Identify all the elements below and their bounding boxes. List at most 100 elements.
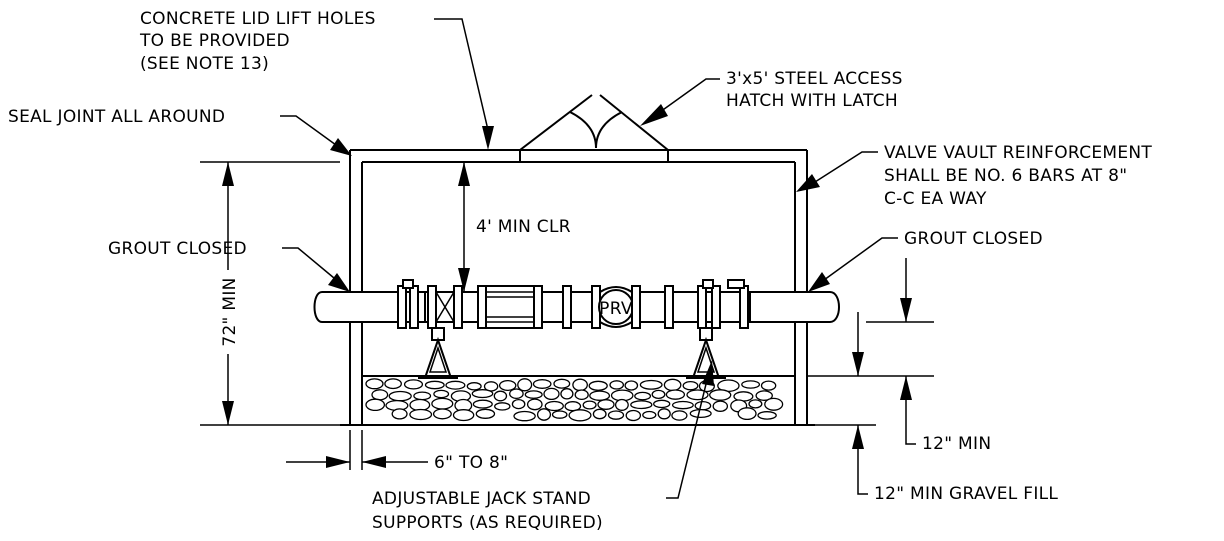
lid-holes-label-3: (SEE NOTE 13) [140,54,269,74]
gravel-stone [682,380,699,391]
access-hatch [519,94,669,163]
gravel-stone [511,398,526,410]
gravel-stone [365,398,386,412]
lid-holes-arrow [482,126,494,150]
gravel-stone [431,397,454,410]
gravel-stone [665,389,686,400]
gravel-stone [413,391,432,401]
gravel-stone [614,398,629,411]
gravel-stone [630,400,653,410]
lid-holes-label-2: TO BE PROVIDED [139,31,290,51]
gravel-stone [524,390,543,399]
coupling-right-2 [727,279,745,289]
reinf-arrow [796,174,820,192]
gate-valve [427,285,463,329]
gravel-stone [509,388,524,400]
gravel-stone [371,389,389,401]
gravel-stone [445,380,466,390]
pipe-clear-arrow-up [900,376,912,400]
gravel-stone [609,380,625,390]
gravel-stone [653,399,671,409]
gravel-stone [582,400,597,410]
gravel-stone [424,380,445,390]
pipe-left [313,291,426,323]
gravel-stone [494,402,511,411]
clearance-arrow-top [458,162,470,186]
gravel-stone [532,379,552,389]
gravel-stone [471,389,494,399]
gravel-stone [574,389,589,401]
gravel-stone [597,399,615,410]
gravel-stone [391,408,408,420]
gravel-stone [589,390,611,401]
gravel-stone [737,407,757,421]
gravel-stone [432,408,452,420]
jack-stand-left [418,327,458,379]
gravel-leader [857,490,868,495]
gravel-stone [671,400,694,410]
gravel-stone [466,382,482,391]
gravel-stone [544,400,564,412]
gravel-stone [536,408,552,421]
gravel-stone [757,411,777,420]
grout-left-arrow [328,273,350,292]
gravel-stone [624,380,639,391]
gravel-stone [694,400,712,411]
clearance-arrow-bottom [458,268,470,292]
gravel-fill [362,375,795,422]
seal-joint-leader [280,115,337,146]
grout-left-leader [282,247,335,279]
hatch-leader [659,78,720,113]
height-label-mask [216,270,240,354]
gravel-label: 12" MIN GRAVEL FILL [874,484,1058,504]
reinf-leader [814,151,878,183]
gravel-stone [498,379,517,392]
jack-leader [666,375,709,499]
grout-right-leader [823,237,898,281]
gravel-stone [388,390,412,402]
prv-label: PRV [599,299,633,319]
pipe-right [749,291,840,323]
gravel-stone [657,408,671,420]
jack-stand-right [686,327,726,379]
gravel-stone [384,378,402,390]
gravel-stone [663,378,682,392]
gravel-stone [607,410,625,420]
gravel-stone [712,400,729,412]
hatch-label-2: HATCH WITH LATCH [726,91,898,111]
gravel-stone [513,410,536,422]
gravel-stone [639,379,663,390]
grout-right-label: GROUT CLOSED [904,229,1043,249]
flange [739,285,749,329]
gravel-stone [409,398,431,412]
gravel-stone [409,408,433,421]
gravel-stone [755,390,773,401]
reinf-label-3: C-C EA WAY [884,189,987,209]
jack-label-2: SUPPORTS (AS REQUIRED) [372,513,603,533]
seal-joint-arrow [330,138,352,156]
gravel-stone [572,378,588,392]
gravel-stone [433,389,450,399]
jack-arrow [702,360,714,386]
height-arrow-bottom [222,401,234,425]
wall-arrow-left [326,456,350,468]
hatch-label-1: 3'x5' STEEL ACCESS [726,69,903,89]
pipe-clear-leader [905,440,916,445]
seal-joint-label: SEAL JOINT ALL AROUND [8,107,225,127]
height-label: 72" MIN [220,277,240,346]
flange [562,285,572,329]
lid-holes-label-1: CONCRETE LID LIFT HOLES [140,9,376,29]
lid-holes-leader [434,18,489,131]
gravel-stone [748,399,763,409]
gravel-stone [553,378,571,389]
gravel-arrow-down [852,352,864,376]
gravel-stone [764,397,784,411]
pipe-clear-label: 12" MIN [922,434,991,454]
gravel-stone [588,380,608,391]
gravel-stone [671,410,688,421]
gravel-stone [551,410,568,419]
gravel-stone [634,391,652,401]
reinf-label-2: SHALL BE NO. 6 BARS AT 8" [884,166,1127,186]
hatch-arrow [640,104,668,126]
